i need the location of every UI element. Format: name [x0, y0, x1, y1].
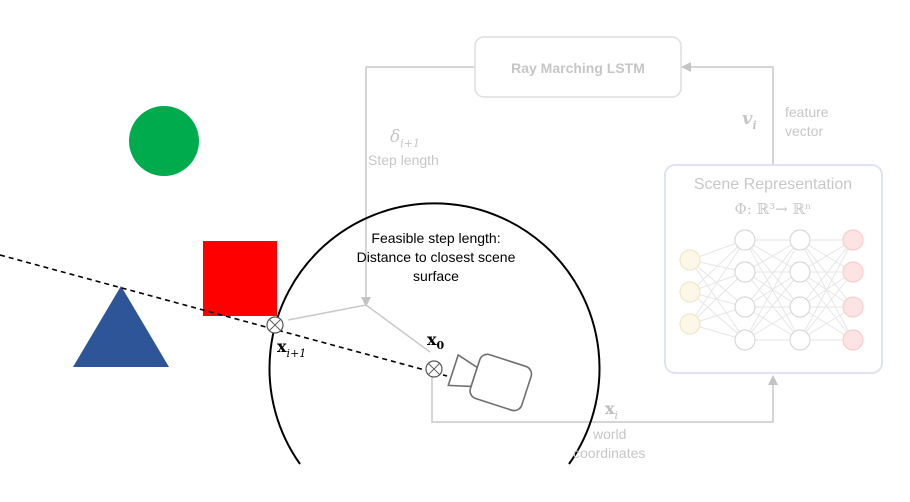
blue-triangle	[73, 286, 169, 367]
hidden-node	[734, 329, 756, 351]
scene-title: Scene Representation	[694, 176, 852, 193]
input-node	[679, 281, 701, 303]
nn-connection	[744, 306, 801, 341]
nn-connection	[744, 271, 801, 341]
output-node	[842, 329, 864, 351]
nn-connection	[689, 239, 746, 325]
crosshair-circle-icon	[266, 316, 284, 334]
world-to-scene-line	[431, 375, 778, 423]
hidden-node	[789, 329, 811, 351]
nn-connection	[744, 239, 801, 308]
hidden-node	[734, 296, 756, 318]
nn-connection	[799, 239, 854, 341]
feasible-line2: Distance to closest scene	[357, 249, 516, 265]
world-label-line1: world	[592, 426, 626, 442]
lstm-to-step-line	[361, 66, 475, 307]
step-symbol: δi+1	[390, 127, 420, 150]
feature-label-line2: vector	[785, 123, 823, 139]
scene-representation-box	[664, 164, 883, 374]
nn-connection	[799, 271, 854, 341]
feature-label-line1: feature	[785, 104, 829, 120]
nn-connection	[799, 239, 854, 308]
lstm-label: Ray Marching LSTM	[511, 60, 645, 76]
crosshair-circle-icon	[425, 360, 443, 378]
step-to-point-line	[287, 304, 367, 321]
world-symbol: xi	[605, 399, 618, 422]
neural-network	[679, 229, 864, 351]
output-node	[842, 261, 864, 283]
feasible-line3: surface	[413, 268, 459, 284]
feasible-line1: Feasible step length:	[371, 230, 500, 246]
green-circle	[129, 106, 199, 176]
input-node	[679, 313, 701, 335]
hidden-node	[734, 261, 756, 283]
red-square	[203, 241, 277, 316]
lstm-box	[474, 36, 682, 98]
scene-formula: Φ: ℝ³→ ℝⁿ	[735, 200, 812, 218]
output-node	[842, 229, 864, 251]
step-to-camera-line	[365, 304, 431, 353]
output-node	[842, 296, 864, 318]
input-node	[679, 249, 701, 271]
hidden-node	[789, 296, 811, 318]
nn-connection	[744, 239, 801, 273]
nn-connection	[689, 271, 746, 325]
feasible-step-circle	[268, 202, 601, 465]
camera-icon	[447, 353, 533, 412]
nn-connection	[689, 259, 746, 308]
nn-connection	[689, 239, 746, 293]
point-x0-label: x0	[427, 330, 445, 352]
world-label-line2: coordinates	[573, 445, 645, 461]
step-length-label: Step length	[368, 152, 439, 168]
feedback-loop-lines	[287, 62, 778, 423]
nn-connection	[744, 239, 801, 341]
hidden-node	[734, 229, 756, 251]
feature-symbol: vi	[742, 108, 757, 132]
feature-to-lstm-line	[681, 62, 774, 165]
point-x-next-label: xi+1	[277, 337, 306, 360]
hidden-node	[789, 261, 811, 283]
hidden-node	[789, 229, 811, 251]
